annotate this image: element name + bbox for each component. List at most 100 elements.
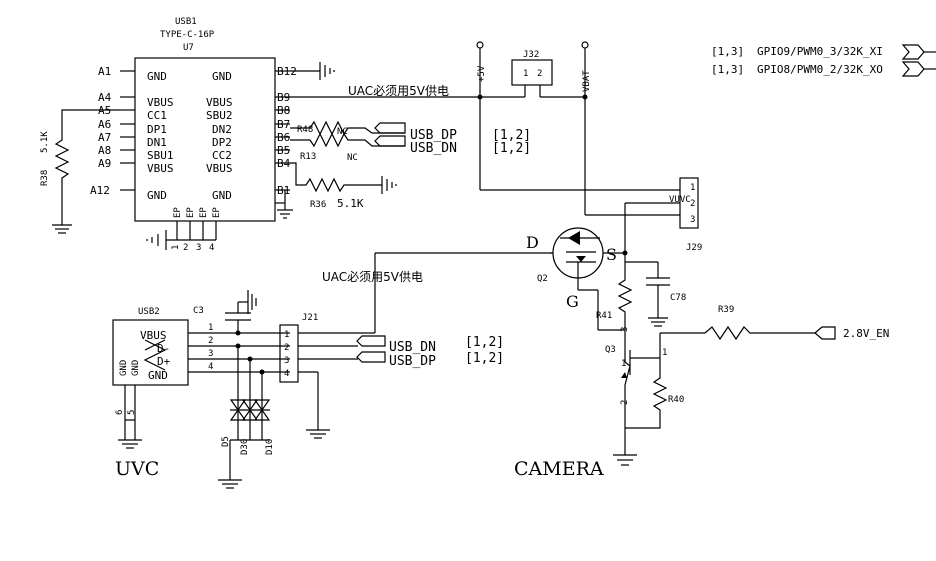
usb1-ref: USB1 bbox=[175, 17, 197, 27]
net-usb-dp-top: USB_DP bbox=[410, 128, 457, 143]
c3-ref: C3 bbox=[193, 306, 204, 316]
net-usb-dn-top: USB_DN bbox=[410, 141, 457, 156]
usb1-in-r6: CC2 bbox=[212, 149, 232, 162]
c3-capacitor: C3 bbox=[193, 290, 257, 336]
gnd-symbol-ep bbox=[146, 230, 167, 250]
net-vuvc: VUVC bbox=[669, 195, 691, 205]
d30-ref: D30 bbox=[240, 439, 250, 455]
r36-value: 5.1K bbox=[337, 197, 364, 210]
r38-value: 5.1K bbox=[40, 131, 50, 153]
gpio9-ref: [1,3] bbox=[711, 45, 744, 58]
usb1-in-r2: VBUS bbox=[206, 96, 233, 109]
r36-resistor: R36 5.1K bbox=[290, 162, 397, 210]
usb1-in-l2: VBUS bbox=[147, 96, 174, 109]
usb1-in-l1: GND bbox=[147, 70, 167, 83]
j21-pin4: 4 bbox=[284, 369, 289, 379]
q2-source: S bbox=[606, 245, 617, 264]
usb1-ep-num2: 2 bbox=[183, 243, 188, 253]
title-uvc: UVC bbox=[115, 458, 159, 480]
j29-pin1: 1 bbox=[690, 183, 695, 193]
usb1-in-l8: GND bbox=[147, 189, 167, 202]
usb1-in-l7: VBUS bbox=[147, 162, 174, 175]
ref-usb-dn-bottom: [1,2] bbox=[465, 335, 504, 350]
usb1-pin-a12: A12 bbox=[90, 184, 110, 197]
gnd-symbol-b12 bbox=[319, 62, 335, 80]
usb1-pin-b6: B6 bbox=[277, 131, 290, 144]
j29-pin3: 3 bbox=[690, 215, 695, 225]
q3-base-pin: 1 bbox=[662, 348, 667, 358]
j21-connector: J21 1 2 3 4 bbox=[279, 313, 375, 439]
uac-note-top: UAC必须用5V供电 bbox=[348, 84, 449, 98]
q2-mosfet: D S G Q2 bbox=[526, 227, 625, 331]
usb2-connector: USB2 VBUS D- D+ GND GND GND 1 2 3 4 6 5 bbox=[112, 307, 290, 449]
usb2-gnd-b: GND bbox=[131, 360, 141, 376]
ref-usb-dp-top: [1,2] bbox=[492, 128, 531, 143]
net-en28: 2.8V_EN bbox=[843, 327, 889, 340]
r39-resistor: R39 bbox=[704, 305, 815, 341]
usb2-pin2: 2 bbox=[208, 336, 213, 346]
usb1-ep4: EP bbox=[212, 207, 222, 218]
j21-pin2: 2 bbox=[284, 343, 289, 353]
title-camera: CAMERA bbox=[514, 458, 604, 480]
r41-ref: R41 bbox=[596, 311, 612, 321]
usb1-pin-a8: A8 bbox=[98, 144, 111, 157]
ref-usb-dp-bottom: [1,2] bbox=[465, 351, 504, 366]
c78-capacitor: C78 bbox=[625, 261, 686, 327]
usb1-pin-b1: B1 bbox=[277, 184, 290, 197]
usb1-ep3: EP bbox=[199, 207, 209, 218]
r39-ref: R39 bbox=[718, 305, 734, 315]
usb1-in-r4: DN2 bbox=[212, 123, 232, 136]
ref-usb-dn-top: [1,2] bbox=[492, 141, 531, 156]
r13-value: NC bbox=[347, 153, 358, 163]
usb1-in-l4: DP1 bbox=[147, 123, 167, 136]
usb1-ep-num4: 4 bbox=[209, 243, 214, 253]
usb2-pin3: 3 bbox=[208, 349, 213, 359]
usb1-in-r7: VBUS bbox=[206, 162, 233, 175]
j32-pin2: 2 bbox=[537, 69, 542, 79]
usb1-ep2: EP bbox=[186, 207, 196, 218]
usb1-ep-num3: 3 bbox=[196, 243, 201, 253]
net-usb-dn-bottom: USB_DN bbox=[389, 340, 436, 355]
net-gpio8: GPIO8/PWM0_2/32K_XO bbox=[757, 63, 883, 76]
usb1-connector: USB1 TYPE-C-16P U7 A1 A4 A5 A6 A7 A8 A9 … bbox=[90, 17, 335, 253]
usb1-in-r5: DP2 bbox=[212, 136, 232, 149]
j32-ref: J32 bbox=[523, 50, 539, 60]
usb1-ep-num1: 1 bbox=[171, 245, 181, 250]
j29-pin2: 2 bbox=[690, 199, 695, 209]
usb1-in-l3: CC1 bbox=[147, 109, 167, 122]
r36-ref: R36 bbox=[310, 200, 326, 210]
c78-ref: C78 bbox=[670, 293, 686, 303]
usb2-in-vbus: VBUS bbox=[140, 329, 167, 342]
usb1-ep1: EP bbox=[173, 207, 183, 218]
gnd-symbol-b1 bbox=[277, 209, 293, 219]
net-plus5v: +5V bbox=[477, 65, 487, 82]
usb1-pin-b5: B5 bbox=[277, 144, 290, 157]
usb2-pin1: 1 bbox=[208, 323, 213, 333]
tvs-diodes: D5 D30 D10 bbox=[218, 343, 275, 489]
usb1-pin-a6: A6 bbox=[98, 118, 111, 131]
gpio8-ref: [1,3] bbox=[711, 63, 744, 76]
q3-ref: Q3 bbox=[605, 345, 616, 355]
usb1-pin-a4: A4 bbox=[98, 91, 112, 104]
r41-resistor: R41 3 bbox=[596, 253, 633, 362]
j29-ref: J29 bbox=[686, 243, 702, 253]
usb1-in-l6: SBU1 bbox=[147, 149, 174, 162]
q2-gate: G bbox=[566, 292, 579, 311]
r40-resistor: R40 bbox=[625, 358, 684, 429]
q2-ref: Q2 bbox=[537, 274, 548, 284]
r13-resistor: R13 NC bbox=[290, 132, 405, 163]
usb1-in-r8: GND bbox=[212, 189, 232, 202]
net-vbat: VBAT bbox=[582, 70, 592, 92]
usb1-pin-b4: B4 bbox=[277, 157, 291, 170]
usb2-in-dp: D+ bbox=[157, 355, 171, 368]
usb2-ref: USB2 bbox=[138, 307, 160, 317]
usb-port-bottom: USB_DN USB_DP [1,2] [1,2] bbox=[356, 335, 504, 369]
r13-ref: R13 bbox=[300, 152, 316, 162]
j32-pin1: 1 bbox=[523, 69, 528, 79]
usb1-pin-a1: A1 bbox=[98, 65, 111, 78]
q3-transistor: Q3 1 2 1 bbox=[605, 345, 667, 455]
uac-note-mid: UAC必须用5V供电 bbox=[322, 270, 423, 284]
usb-dp-port-top: USB_DP USB_DN [1,2] [1,2] bbox=[374, 122, 531, 156]
